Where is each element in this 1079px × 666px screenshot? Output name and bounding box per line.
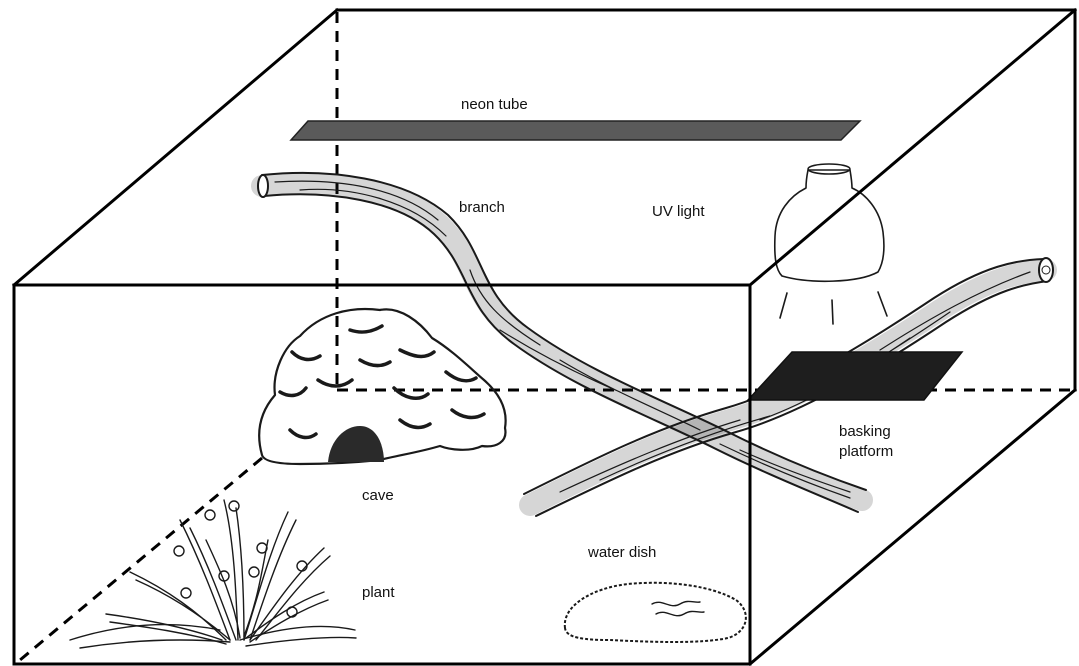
- label-cave: cave: [362, 487, 394, 504]
- neon-tube-icon: [291, 121, 860, 140]
- label-water-dish: water dish: [587, 544, 656, 561]
- label-neon-tube: neon tube: [461, 96, 528, 113]
- label-plant: plant: [362, 584, 395, 601]
- water-dish-icon: [565, 583, 746, 642]
- label-basking-platform-line1: basking: [839, 423, 891, 440]
- label-uv-light: UV light: [652, 203, 705, 220]
- basking-platform-icon: [748, 352, 962, 400]
- label-basking-platform-line2: platform: [839, 443, 893, 460]
- plant-icon: [70, 500, 356, 648]
- label-branch: branch: [459, 199, 505, 216]
- cave-icon: [259, 309, 505, 464]
- uv-lamp-icon: [775, 164, 887, 324]
